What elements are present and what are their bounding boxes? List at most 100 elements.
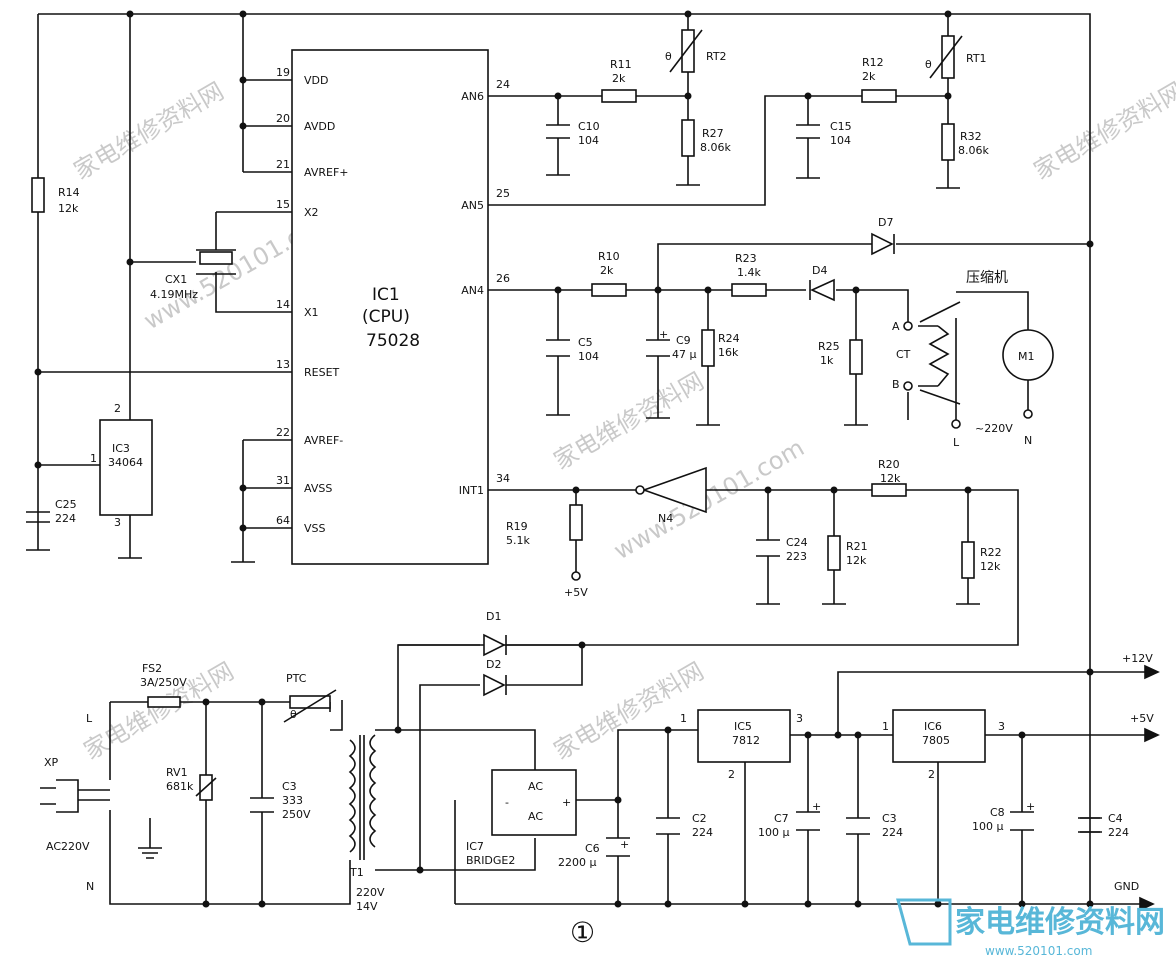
rt1-thermistor bbox=[941, 35, 955, 79]
watermark-url: www.520101.com bbox=[609, 434, 809, 566]
d4-ref: D4 bbox=[812, 264, 827, 277]
r19-ref: R19 bbox=[506, 520, 528, 533]
ic3-value: 34064 bbox=[108, 456, 143, 469]
rail-gnd: GND bbox=[1114, 880, 1139, 893]
ic6-regulator bbox=[892, 709, 986, 763]
labels: IC1 (CPU) 75028 19VDD20AVDD21AVREF+15X21… bbox=[44, 50, 1165, 958]
r11-resistor bbox=[601, 89, 637, 103]
r32-ref: R32 bbox=[960, 130, 982, 143]
ic1-body bbox=[291, 49, 489, 565]
r22-ref: R22 bbox=[980, 546, 1002, 559]
ic1-pin-name: INT1 bbox=[459, 484, 484, 497]
watermark-text: 家电维修资料网 bbox=[69, 77, 228, 185]
d1-ref: D1 bbox=[486, 610, 501, 623]
ic1-pin-name: AN6 bbox=[461, 90, 484, 103]
compressor-motor-ref: M1 bbox=[1018, 350, 1035, 363]
c7-plus: + bbox=[812, 800, 821, 813]
ic1-pin-number: 64 bbox=[276, 514, 290, 527]
rt2-theta: θ bbox=[665, 50, 672, 63]
ct-b-label: B bbox=[892, 378, 900, 391]
r19-supply-terminal bbox=[571, 571, 581, 581]
ic6-value: 7805 bbox=[922, 734, 950, 747]
ic3-pin2: 2 bbox=[114, 402, 121, 415]
ic6-pin2: 2 bbox=[928, 768, 935, 781]
r10-ref: R10 bbox=[598, 250, 620, 263]
ic7-value: BRIDGE2 bbox=[466, 854, 515, 867]
compressor-motor bbox=[1002, 329, 1054, 381]
ic7-plus: + bbox=[562, 796, 571, 809]
xp-value: AC220V bbox=[46, 840, 90, 853]
r23-resistor bbox=[731, 283, 767, 297]
ct-terminal-b bbox=[903, 381, 913, 391]
ic1-pin-number: 24 bbox=[496, 78, 510, 91]
c3-mains-ref: C3 bbox=[282, 780, 297, 793]
compressor-l-terminal bbox=[951, 419, 961, 429]
c2-capacitor bbox=[656, 817, 680, 835]
ic6-pin1: 1 bbox=[882, 720, 889, 733]
ic5-value: 7812 bbox=[732, 734, 760, 747]
ic7-ac-bottom: AC bbox=[528, 810, 543, 823]
d2-ref: D2 bbox=[486, 658, 501, 671]
ic6-ref: IC6 bbox=[924, 720, 942, 733]
logo-site: www.520101.com bbox=[985, 944, 1092, 958]
r20-resistor bbox=[871, 483, 907, 497]
compressor-n-label: N bbox=[1024, 434, 1032, 447]
fs2-value: 3A/250V bbox=[140, 676, 187, 689]
c15-ref: C15 bbox=[830, 120, 852, 133]
ptc-ref: PTC bbox=[286, 672, 307, 685]
compressor-title: 压缩机 bbox=[966, 270, 1008, 286]
ic1-pin-number: 15 bbox=[276, 198, 290, 211]
r25-value: 1k bbox=[820, 354, 834, 367]
ic5-pin2: 2 bbox=[728, 768, 735, 781]
wiring bbox=[37, 13, 1155, 910]
c6-capacitor bbox=[606, 837, 630, 857]
ic1-pin-number: 19 bbox=[276, 66, 290, 79]
c5-value: 104 bbox=[578, 350, 599, 363]
c2-ref: C2 bbox=[692, 812, 707, 825]
c3-capacitor bbox=[846, 817, 870, 835]
d1-diode bbox=[483, 633, 506, 657]
c6-value: 2200 μ bbox=[558, 856, 597, 869]
c7-capacitor bbox=[796, 811, 820, 831]
ic1-pin-name: VDD bbox=[304, 74, 328, 87]
ic1-pin-name: AVREF+ bbox=[304, 166, 348, 179]
fs2-fuse bbox=[147, 696, 181, 708]
c9-capacitor bbox=[646, 339, 670, 357]
ic1-pin-name: X2 bbox=[304, 206, 319, 219]
ic1-name: IC1 bbox=[372, 285, 400, 305]
compressor-n-terminal bbox=[1023, 409, 1033, 419]
ic1-pin-name: AN5 bbox=[461, 199, 484, 212]
r20-value: 12k bbox=[880, 472, 901, 485]
c8-ref: C8 bbox=[990, 806, 1005, 819]
c24-capacitor bbox=[756, 539, 780, 557]
ic7-bridge bbox=[491, 769, 577, 836]
c2-value: 224 bbox=[692, 826, 713, 839]
c5-capacitor bbox=[546, 339, 570, 357]
c7-value: 100 μ bbox=[758, 826, 790, 839]
ic1-pin-number: 21 bbox=[276, 158, 290, 171]
c8-value: 100 μ bbox=[972, 820, 1004, 833]
d7-diode bbox=[871, 232, 894, 256]
c8-plus: + bbox=[1026, 800, 1035, 813]
c24-ref: C24 bbox=[786, 536, 808, 549]
r11-value: 2k bbox=[612, 72, 626, 85]
r21-ref: R21 bbox=[846, 540, 868, 553]
watermark-text: 家电维修资料网 bbox=[549, 367, 708, 475]
r22-resistor bbox=[961, 541, 975, 579]
d2-diode bbox=[483, 673, 506, 697]
n4-ref: N4 bbox=[658, 512, 673, 525]
r24-value: 16k bbox=[718, 346, 739, 359]
r24-ref: R24 bbox=[718, 332, 740, 345]
r10-resistor bbox=[591, 283, 627, 297]
ic1-pin-name: AVREF- bbox=[304, 434, 343, 447]
figure-number: ① bbox=[570, 916, 595, 949]
fs2-ref: FS2 bbox=[142, 662, 162, 675]
ic5-pin3: 3 bbox=[796, 712, 803, 725]
n4-inverter bbox=[641, 466, 707, 514]
ic1-pin-number: 31 bbox=[276, 474, 290, 487]
c9-value: 47 μ bbox=[672, 348, 697, 361]
ic1-pin-number: 14 bbox=[276, 298, 290, 311]
watermark-text: 家电维修资料网 bbox=[1029, 77, 1176, 185]
c3-mains-capacitor bbox=[250, 797, 274, 813]
